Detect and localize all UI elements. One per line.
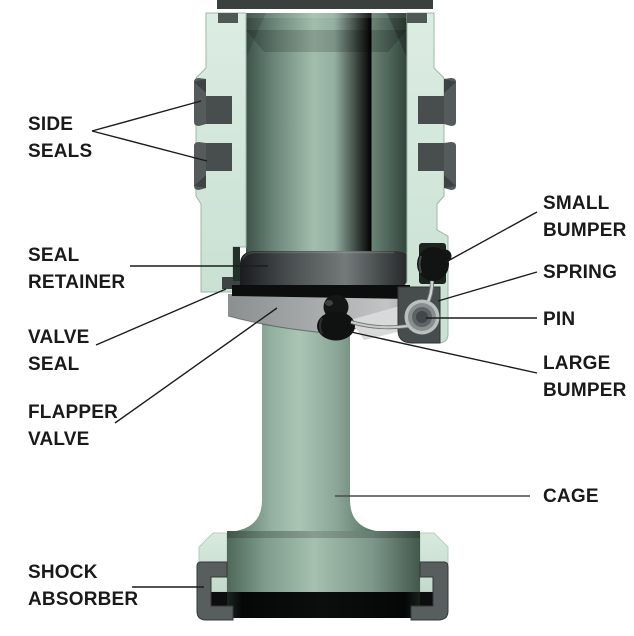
cage-stem <box>236 310 376 531</box>
label-shock-absorber: SHOCK ABSORBER <box>28 562 139 610</box>
large-bumper-part <box>317 294 355 341</box>
leader-small-bumper <box>445 211 538 263</box>
shock-absorber-right <box>410 561 449 621</box>
label-valve-seal: VALVE SEAL <box>28 327 90 375</box>
base-flange <box>198 531 449 593</box>
top-cut-strip <box>217 0 433 9</box>
inner-bore-cylinder <box>246 13 407 256</box>
pin-part <box>404 299 440 335</box>
label-cage: CAGE <box>543 486 599 507</box>
leader-flapper-valve <box>114 307 278 424</box>
seal-retainer-ring <box>240 251 410 292</box>
label-side-seals: SIDE SEALS <box>28 114 93 162</box>
label-seal-retainer: SEAL RETAINER <box>28 245 126 293</box>
label-spring: SPRING <box>543 262 618 283</box>
leader-side-seal-lower <box>91 130 208 162</box>
label-small-bumper: SMALL BUMPER <box>543 193 627 241</box>
valve-seal-ring <box>232 285 410 299</box>
side-seal-lower-left <box>194 142 232 190</box>
label-flapper-valve: FLAPPER VALVE <box>28 402 119 450</box>
label-large-bumper: LARGE BUMPER <box>543 353 627 401</box>
small-bumper-part <box>417 247 452 281</box>
shock-absorber-ring <box>211 592 436 618</box>
leader-side-seal-upper <box>91 100 202 132</box>
leader-valve-seal <box>95 288 227 346</box>
top-notch-left <box>218 13 238 23</box>
leader-spring <box>437 271 538 302</box>
shock-absorber-left <box>196 561 234 621</box>
label-pin: PIN <box>543 309 576 330</box>
leader-large-bumper <box>350 331 538 374</box>
top-notch-right <box>407 13 427 23</box>
leader-lines <box>91 100 538 588</box>
side-seal-lower-right <box>418 142 456 190</box>
side-seal-upper-right <box>418 78 456 126</box>
